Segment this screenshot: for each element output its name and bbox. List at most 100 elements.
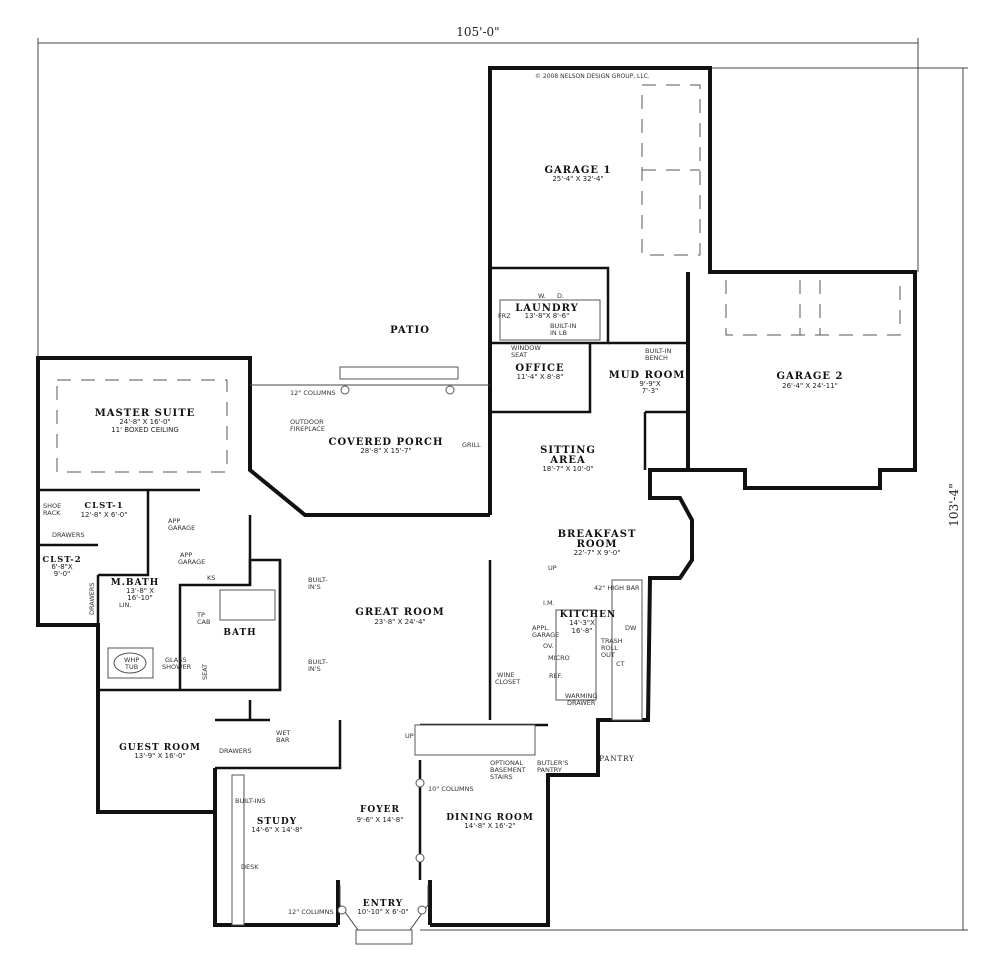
room-sitting-area-size: 18'-7" X 10'-0" — [542, 465, 593, 473]
room-master-bath: M.BATH — [111, 578, 159, 588]
bench-label-2: BENCH — [645, 354, 668, 362]
butlers-pantry-label: BUTLER'S — [537, 759, 568, 767]
grill-label: GRILL — [462, 441, 481, 449]
room-great-room-size: 23'-8" X 24'-4" — [374, 618, 425, 626]
basement-stairs-label: OPTIONAL — [490, 759, 523, 767]
stairs-up-label: UP — [405, 732, 414, 740]
room-sitting-area: SITTING — [540, 445, 596, 456]
window-seat-label-2: SEAT — [511, 351, 527, 359]
room-covered-porch-size: 28'-8" X 15'-7" — [360, 447, 411, 455]
room-sitting-area-2: AREA — [549, 455, 585, 466]
wet-bar-label: WET — [276, 729, 291, 737]
app-garage-label-2: GARAGE — [168, 524, 195, 532]
butlers-pantry-label-2: PANTRY — [537, 766, 562, 774]
room-study: STUDY — [257, 817, 297, 827]
study-built-ins-label: BUILT-INS — [235, 797, 266, 805]
app-garage-label: APP — [168, 517, 180, 525]
room-breakfast-2: ROOM — [577, 539, 618, 550]
appliance-garage-label-2: GARAGE — [532, 631, 559, 639]
room-master-bath-size-2: 16'-10" — [127, 594, 152, 602]
app-garage-label-4: GARAGE — [178, 558, 205, 566]
room-pantry: PANTRY — [599, 755, 635, 763]
whirlpool-tub-label: WHP — [124, 656, 139, 664]
room-garage-2: GARAGE 2 — [777, 371, 844, 382]
built-ins-label-3: BUILT- — [308, 658, 328, 666]
up-label: UP — [548, 564, 557, 572]
room-kitchen-size: 14'-3"X — [569, 619, 595, 627]
room-breakfast-size: 22'-7" X 9'-0" — [574, 549, 621, 557]
appliance-garage-label: APPL. — [532, 624, 550, 632]
room-dining-room-size: 14'-8" X 16'-2" — [464, 822, 515, 830]
wine-closet-label-2: CLOSET — [495, 678, 520, 686]
room-laundry-size: 13'-8"X 8'-6" — [525, 312, 570, 320]
room-great-room: GREAT ROOM — [355, 607, 444, 618]
room-guest-room: GUEST ROOM — [119, 743, 201, 753]
room-clst-1: CLST-1 — [84, 501, 123, 511]
trash-label-3: OUT — [601, 651, 615, 659]
tp-cab-label-2: CAB — [197, 618, 210, 626]
built-in-lb-label-2: IN LB — [550, 329, 567, 337]
linen-label: LIN. — [119, 601, 131, 609]
tp-cab-label: TP — [196, 611, 205, 619]
built-in-lb-label: BUILT-IN — [550, 322, 576, 330]
built-ins-label-4: IN'S — [308, 665, 321, 673]
wine-closet-label: WINE — [497, 671, 514, 679]
room-entry-size: 10'-10" X 6'-0" — [357, 908, 408, 916]
room-laundry: LAUNDRY — [515, 303, 578, 314]
whirlpool-tub-label-2: TUB — [124, 663, 138, 671]
fireplace-label-2: FIREPLACE — [290, 425, 325, 433]
room-clst-2: CLST-2 — [42, 555, 81, 565]
room-master-bath-size: 13'-8" X — [126, 587, 154, 595]
room-clst-2-size: 6'-8"X — [51, 563, 73, 571]
room-master-suite: MASTER SUITE — [95, 408, 196, 419]
wet-bar-label-2: BAR — [276, 736, 290, 744]
room-mud-room: MUD ROOM — [609, 370, 686, 381]
bench-label: BUILT-IN — [645, 347, 671, 355]
built-ins-label-2: IN'S — [308, 583, 321, 591]
copyright: © 2008 NELSON DESIGN GROUP, LLC. — [535, 73, 650, 80]
dimension-lines — [37, 38, 968, 931]
room-clst-1-size: 12'-8" X 6'-0" — [81, 511, 128, 519]
room-garage-2-size: 26'-4" X 24'-11" — [782, 382, 838, 390]
freezer-label: FRZ — [498, 312, 511, 320]
shower-label-2: SHOWER — [162, 663, 192, 671]
oven-label: OV. — [543, 642, 554, 650]
room-breakfast: BREAKFAST — [558, 529, 637, 540]
room-office: OFFICE — [515, 363, 564, 374]
room-garage-1-size: 25'-4" X 32'-4" — [552, 175, 603, 183]
room-dining-room: DINING ROOM — [446, 813, 534, 823]
room-office-size: 11'-4" X 8'-8" — [517, 373, 564, 381]
drawers-label-2: DRAWERS — [88, 582, 96, 615]
room-covered-porch: COVERED PORCH — [329, 437, 444, 448]
microwave-label: MICRO — [548, 654, 570, 662]
width-dimension: 105'-0" — [456, 25, 499, 39]
dashed-outlines — [56, 84, 901, 926]
room-guest-room-size: 13'-9" X 16'-0" — [134, 752, 185, 760]
washer-label: W. — [538, 292, 546, 300]
exterior-walls — [36, 66, 917, 945]
trash-label-2: ROLL — [601, 644, 618, 652]
basement-stairs-label-2: BASEMENT — [490, 766, 526, 774]
built-ins-label: BUILT- — [308, 576, 328, 584]
room-master-suite-size: 24'-8" X 16'-0" — [119, 418, 170, 426]
room-study-size: 14'-6" X 14'-8" — [251, 826, 302, 834]
room-garage-1: GARAGE 1 — [545, 165, 612, 176]
basement-stairs-label-3: STAIRS — [490, 773, 513, 781]
warming-drawer-label-2: DRAWER — [567, 699, 596, 707]
room-mud-room-size: 9'-9"X — [639, 380, 661, 388]
entry-columns-label: 12" COLUMNS — [288, 908, 334, 916]
trash-label: TRASH — [600, 637, 623, 645]
room-foyer-size: 9'-6" X 14'-8" — [357, 816, 404, 824]
refrigerator-label: REF. — [549, 672, 562, 680]
master-ceiling-note: 11' BOXED CEILING — [111, 426, 179, 434]
seat-label: SEAT — [201, 664, 209, 680]
drawers-label-3: DRAWERS — [219, 747, 252, 755]
room-mud-room-size-2: 7'-3" — [642, 387, 659, 395]
desk-label: DESK — [241, 863, 259, 871]
high-bar-label: 42" HIGH BAR — [594, 584, 640, 592]
drawers-label: DRAWERS — [52, 531, 85, 539]
cooktop-label: CT — [616, 660, 625, 668]
fireplace-label: OUTDOOR — [290, 418, 324, 426]
room-patio: PATIO — [390, 325, 430, 336]
